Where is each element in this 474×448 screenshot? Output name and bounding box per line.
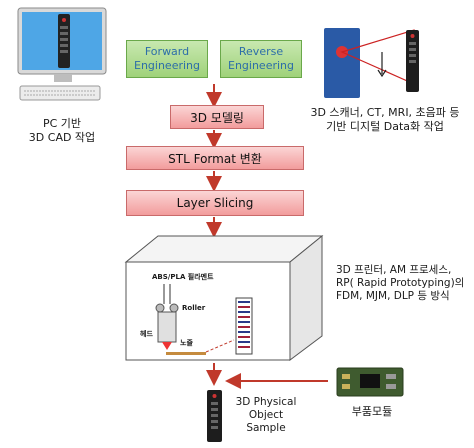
output-caption-line3: Sample (246, 422, 286, 434)
forward-line2: Engineering (134, 59, 200, 72)
parts-label: 부품모듈 (351, 405, 393, 418)
printer-caption-line3: FDM, MJM, DLP 등 방식 (336, 290, 450, 302)
forward-line1: Forward (144, 45, 190, 58)
reverse-engineering-box: Reverse Engineering (220, 40, 302, 78)
nozzle-label: 노즐 (180, 339, 193, 347)
pc-monitor-icon (17, 7, 107, 101)
printer-box-frame (124, 234, 324, 361)
modeling-step: 3D 모델링 (170, 105, 264, 129)
scanner-caption: 3D 스캐너, CT, MRI, 초음파 등 기반 디지털 Data화 작업 (300, 106, 470, 134)
pc-caption: PC 기반 3D CAD 작업 (12, 117, 112, 145)
scanner-caption-line2: 기반 디지털 Data화 작업 (326, 120, 444, 133)
slicing-step-label: Layer Slicing (176, 196, 254, 210)
head-label: 헤드 (140, 330, 153, 338)
pc-caption-line1: PC 기반 (42, 117, 82, 130)
output-caption: 3D Physical Object Sample (226, 396, 306, 435)
forward-engineering-box: Forward Engineering (126, 40, 208, 78)
roller-label: Roller (182, 304, 206, 312)
pc-caption-line2: 3D CAD 작업 (28, 131, 96, 144)
remote-control-object (207, 390, 222, 442)
scanner-icon (324, 28, 419, 98)
output-caption-line2: Object (248, 409, 284, 421)
slicing-step: Layer Slicing (126, 190, 304, 216)
printer-caption: 3D 프린터, AM 프로세스, RP( Rapid Prototyping)의… (336, 264, 472, 303)
output-caption-line1: 3D Physical (235, 396, 297, 408)
material-label: ABS/PLA 필라멘트 (152, 273, 214, 281)
pcb-module-icon (336, 367, 404, 397)
printer-caption-line1: 3D 프린터, AM 프로세스, (336, 264, 452, 276)
reverse-line2: Engineering (228, 59, 294, 72)
printer-caption-line2: RP( Rapid Prototyping)의 (336, 277, 465, 289)
scanner-caption-line1: 3D 스캐너, CT, MRI, 초음파 등 (310, 106, 460, 119)
stl-step-label: STL Format 변환 (168, 151, 262, 166)
stl-step: STL Format 변환 (126, 146, 304, 170)
modeling-step-label: 3D 모델링 (190, 110, 244, 125)
reverse-line1: Reverse (238, 45, 284, 58)
